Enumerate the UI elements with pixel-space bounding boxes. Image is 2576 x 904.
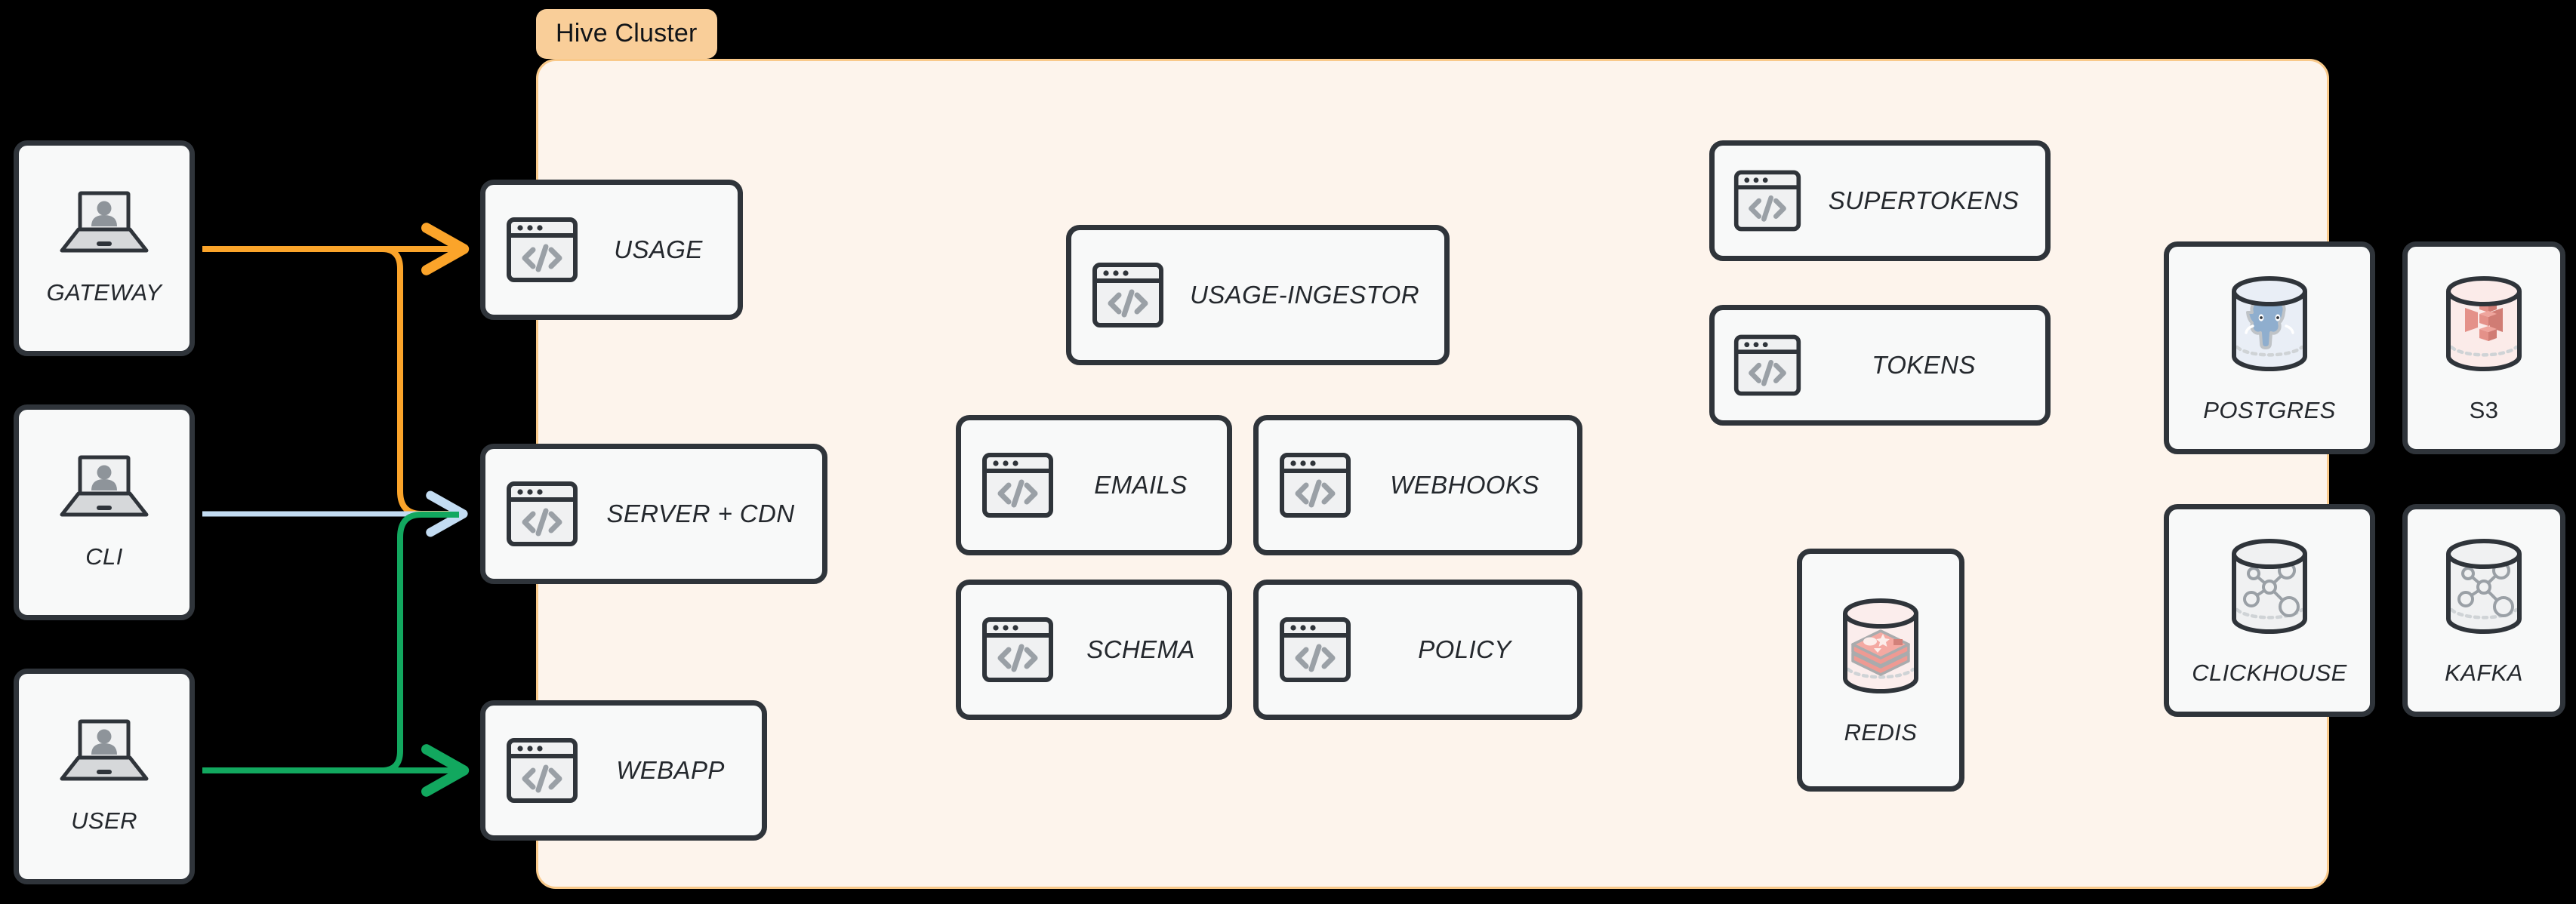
datastore-label-redis: REDIS — [1844, 719, 1918, 746]
service-label-tokens: TOKENS — [1872, 351, 1976, 379]
service-label-server-cdn: SERVER + CDN — [606, 500, 795, 527]
network-cylinder-icon — [2220, 534, 2319, 640]
edge-gateway-to-server-cdn — [202, 246, 459, 517]
laptop-user-icon — [57, 454, 151, 524]
s3-cylinder-icon — [2435, 272, 2533, 377]
service-label-schema: SCHEMA — [1086, 635, 1195, 663]
laptop-user-icon — [57, 190, 151, 260]
service-label-webapp: WEBAPP — [616, 756, 725, 784]
code-window-icon — [961, 448, 1055, 522]
service-node-tokens[interactable]: TOKENS — [1709, 305, 2051, 426]
service-label-supertokens: SUPERTOKENS — [1828, 186, 2020, 214]
service-node-usage-ingestor[interactable]: USAGE-INGESTOR — [1066, 225, 1450, 365]
code-window-icon — [1259, 613, 1352, 687]
datastore-label-clickhouse: CLICKHOUSE — [2192, 660, 2347, 686]
datastore-node-redis[interactable]: REDIS — [1797, 549, 1964, 792]
service-node-webhooks[interactable]: WEBHOOKS — [1253, 415, 1582, 555]
postgres-cylinder-icon — [2220, 272, 2319, 377]
client-node-cli[interactable]: CLI — [14, 404, 195, 620]
service-label-webhooks: WEBHOOKS — [1390, 471, 1539, 499]
code-window-icon — [1715, 331, 1802, 400]
code-window-icon — [961, 613, 1055, 687]
service-label-usage-ingestor: USAGE-INGESTOR — [1190, 281, 1419, 309]
datastore-node-postgres[interactable]: POSTGRES — [2164, 241, 2375, 454]
code-window-icon — [485, 477, 579, 551]
laptop-user-icon — [57, 718, 151, 788]
service-node-supertokens[interactable]: SUPERTOKENS — [1709, 140, 2051, 261]
service-node-emails[interactable]: EMAILS — [956, 415, 1232, 555]
client-label-gateway: GATEWAY — [46, 279, 162, 306]
code-window-icon — [1259, 448, 1352, 522]
redis-cylinder-icon — [1832, 594, 1930, 700]
hive-cluster-label: Hive Cluster — [536, 9, 717, 59]
client-label-user: USER — [71, 807, 137, 834]
datastore-node-kafka[interactable]: KAFKA — [2402, 504, 2565, 717]
service-label-emails: EMAILS — [1094, 471, 1188, 499]
code-window-icon — [1071, 258, 1165, 332]
network-cylinder-icon — [2435, 534, 2533, 640]
service-node-usage[interactable]: USAGE — [480, 180, 743, 320]
datastore-label-s3: S3 — [2469, 397, 2499, 423]
service-label-usage: USAGE — [614, 235, 703, 263]
service-node-schema[interactable]: SCHEMA — [956, 580, 1232, 720]
code-window-icon — [485, 213, 579, 287]
code-window-icon — [1715, 166, 1802, 235]
client-node-user[interactable]: USER — [14, 669, 195, 884]
edge-user-to-server-cdn — [202, 512, 459, 773]
datastore-node-s3[interactable]: S3 — [2402, 241, 2565, 454]
datastore-label-kafka: KAFKA — [2445, 660, 2523, 686]
service-label-policy: POLICY — [1418, 635, 1511, 663]
service-node-webapp[interactable]: WEBAPP — [480, 700, 767, 841]
code-window-icon — [485, 733, 579, 807]
client-node-gateway[interactable]: GATEWAY — [14, 140, 195, 356]
datastore-label-postgres: POSTGRES — [2203, 397, 2336, 423]
service-node-policy[interactable]: POLICY — [1253, 580, 1582, 720]
datastore-node-clickhouse[interactable]: CLICKHOUSE — [2164, 504, 2375, 717]
service-node-server-cdn[interactable]: SERVER + CDN — [480, 444, 827, 584]
client-label-cli: CLI — [85, 543, 123, 570]
